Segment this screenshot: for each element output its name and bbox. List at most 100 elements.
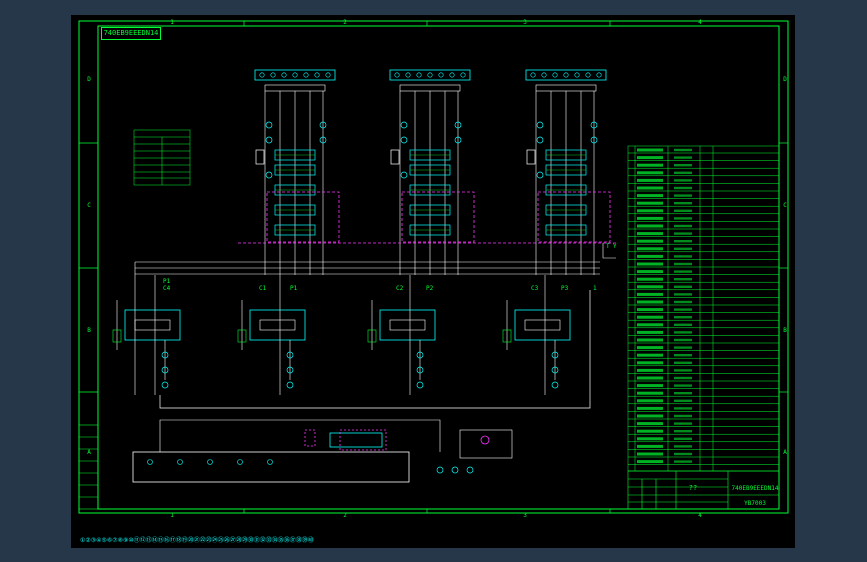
pilot-box (339, 429, 387, 451)
revision-boxes (78, 424, 99, 510)
parts-table-entry (637, 148, 663, 152)
spool-symbol (389, 319, 426, 331)
check-valve-symbol (416, 366, 424, 374)
parts-table-entry (637, 270, 663, 274)
cylinder-valve-group (379, 309, 436, 341)
parts-table-entry (674, 460, 692, 463)
parts-table-entry (637, 254, 663, 258)
parts-table-entry (637, 224, 663, 228)
parts-table-entry (637, 452, 663, 456)
parts-table-entry (674, 392, 692, 395)
parts-table-entry (674, 171, 692, 174)
parts-table-entry (674, 452, 692, 456)
check-valve-symbol (286, 381, 294, 389)
parts-table-entry (637, 156, 663, 160)
parts-table-entry (637, 171, 663, 175)
top-manifold (525, 69, 607, 81)
label-c2: C2 (396, 285, 404, 292)
tank-fitting-symbol (267, 459, 273, 465)
parts-table-entry (674, 346, 692, 349)
tank-fitting-symbol (177, 459, 183, 465)
check-valve-symbol (161, 366, 169, 374)
column-number-4-bottom: 4 (698, 512, 702, 519)
check-valve-symbol (551, 366, 559, 374)
title-block (627, 470, 780, 510)
fitting-symbol (314, 72, 320, 78)
label-p1b: P1 (290, 285, 298, 292)
fitting-symbol (325, 72, 331, 78)
parts-table-entry (637, 414, 663, 418)
parts-table-entry (637, 239, 663, 243)
gauge-symbol (400, 136, 408, 144)
title-block-sheet: ?? (688, 484, 698, 492)
row-letter-d-right: D (783, 76, 787, 83)
row-letter-c: C (87, 202, 91, 209)
pilot-line-loop (266, 191, 340, 243)
tank-fitting-symbol (237, 459, 243, 465)
parts-table-entry (674, 217, 692, 220)
column-number-3-bottom: 3 (523, 512, 527, 519)
parts-table-entry (674, 407, 692, 410)
fitting-symbol (530, 72, 536, 78)
tank-fitting-symbol (207, 459, 213, 465)
parts-table-entry (674, 437, 692, 440)
parts-table-entry (637, 460, 663, 464)
top-manifold (389, 69, 471, 81)
parts-table-entry (674, 278, 692, 281)
parts-table-entry (674, 369, 692, 372)
gauge-symbol (400, 121, 408, 129)
gauge-symbol (265, 121, 273, 129)
pilot-box (304, 429, 316, 447)
column-number-2-bottom: 2 (343, 512, 347, 519)
label-line-t: T (606, 243, 610, 250)
filter-symbol (237, 329, 247, 343)
parts-table-entry (637, 163, 663, 167)
fitting-symbol (563, 72, 569, 78)
drawing-paper (71, 15, 795, 548)
check-valve-symbol (551, 351, 559, 359)
pump-valve-block (329, 432, 383, 448)
label-c1: C1 (259, 285, 267, 292)
parts-table-entry (637, 216, 663, 220)
parts-table-entry (637, 346, 663, 350)
fitting-symbol (541, 72, 547, 78)
parts-table-entry (637, 232, 663, 236)
gauge-symbol (319, 121, 327, 129)
cylinder-valve-group (514, 309, 571, 341)
parts-table-entry (674, 224, 692, 228)
parts-table-entry (674, 240, 692, 243)
parts-table-entry (674, 164, 692, 167)
column-number-1: 1 (170, 19, 174, 26)
parts-table-entry (674, 361, 692, 364)
column-number-1-bottom: 1 (170, 512, 174, 519)
gauge-symbol (536, 121, 544, 129)
parts-table-entry (674, 247, 692, 250)
parts-table-entry (637, 361, 663, 365)
spool-symbol (524, 319, 561, 331)
parts-table-entry (674, 194, 692, 197)
parts-table-entry (674, 331, 692, 334)
spool-symbol (259, 319, 296, 331)
column-number-3: 3 (523, 19, 527, 26)
parts-table-entry (674, 262, 692, 266)
parts-table-entry (674, 300, 692, 304)
drain-line (602, 243, 616, 259)
parts-table-entry (674, 399, 692, 402)
pump-line (159, 419, 441, 452)
parts-table-entry (674, 414, 692, 418)
pump-symbol (451, 466, 459, 474)
label-p2: P2 (426, 285, 434, 292)
cylinder-valve-group (124, 309, 181, 341)
parts-table-entry (674, 270, 692, 273)
parts-table-entry (674, 232, 692, 235)
row-letter-b: B (87, 327, 91, 334)
check-valve-symbol (286, 351, 294, 359)
parts-table-entry (674, 209, 692, 212)
row-letter-a-right: A (783, 449, 787, 456)
parts-table-entry (674, 422, 692, 425)
fitting-symbol (574, 72, 580, 78)
column-number-4: 4 (698, 19, 702, 26)
gauge-symbol (319, 136, 327, 144)
